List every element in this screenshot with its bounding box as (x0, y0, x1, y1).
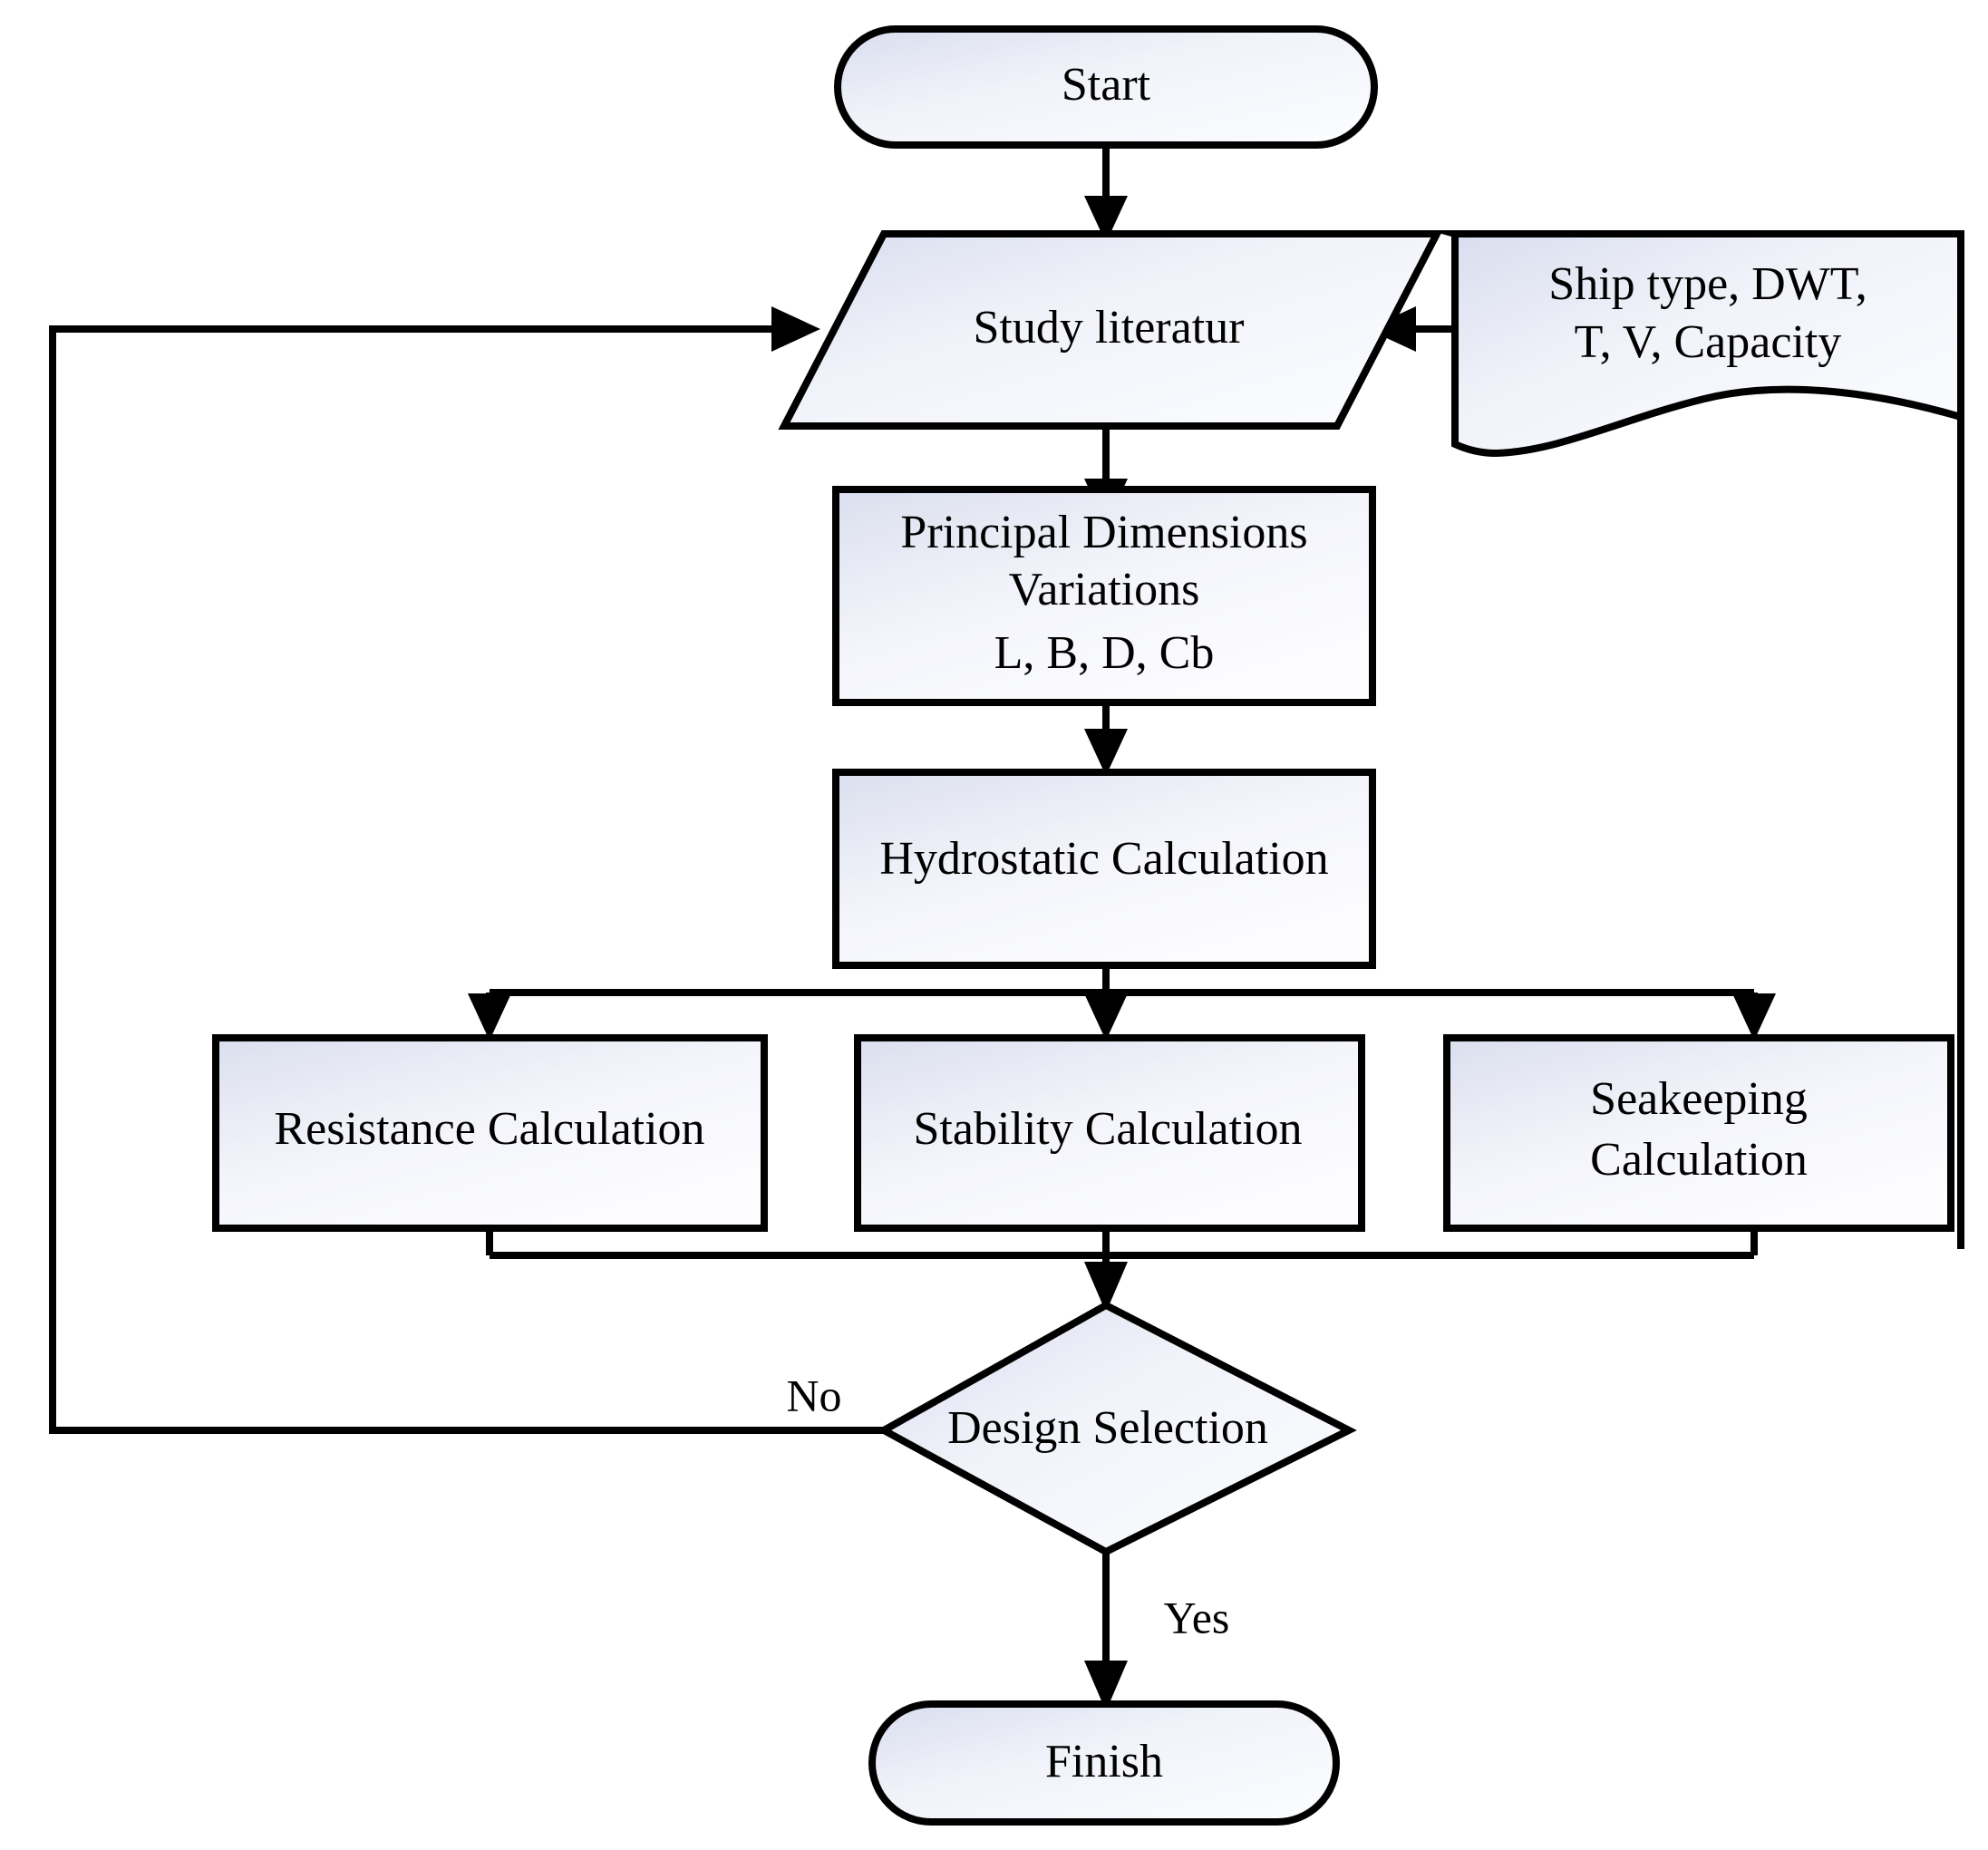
node-principal-dimensions[interactable]: Principal Dimensions Variations L, B, D,… (832, 486, 1376, 706)
node-decision-label: Design Selection (947, 1402, 1268, 1454)
node-dimensions-line2: Variations (1009, 564, 1200, 615)
node-hydrostatic-calculation[interactable]: Hydrostatic Calculation (832, 769, 1376, 969)
edge-decision-to-finish (1084, 1549, 1128, 1711)
node-study-literatur-label: Study literatur (974, 302, 1245, 354)
node-finish-label: Finish (1045, 1736, 1163, 1787)
node-stability-calculation[interactable]: Stability Calculation (854, 1034, 1365, 1232)
edge-hydrostatic-fanout (468, 965, 1776, 1041)
node-dimensions-line3: L, B, D, Cb (994, 627, 1215, 679)
node-resistance-calculation[interactable]: Resistance Calculation (212, 1034, 768, 1232)
node-design-selection[interactable]: Design Selection (876, 1301, 1357, 1556)
node-inputs-line2: T, V, Capacity (1575, 316, 1842, 368)
node-resistance-label: Resistance Calculation (274, 1103, 704, 1155)
node-stability-label: Stability Calculation (914, 1103, 1303, 1155)
edge-decision-to-study-no (49, 306, 884, 1434)
node-inputs-document[interactable]: Ship type, DWT, T, V, Capacity (1429, 230, 1964, 1249)
edge-label-no: No (786, 1370, 841, 1420)
node-inputs-line1: Ship type, DWT, (1548, 258, 1867, 310)
node-dimensions-line1: Principal Dimensions (900, 507, 1307, 558)
edge-dimensions-to-hydrostatic (1084, 702, 1128, 776)
node-finish[interactable]: Finish (868, 1700, 1340, 1826)
node-start[interactable]: Start (834, 25, 1378, 149)
node-hydrostatic-label: Hydrostatic Calculation (879, 833, 1328, 885)
node-seakeeping-calculation[interactable]: Seakeeping Calculation (1443, 1034, 1954, 1232)
edge-start-to-study (1084, 145, 1128, 243)
edge-calculations-to-decision (486, 1228, 1758, 1312)
node-start-label: Start (1062, 59, 1151, 111)
node-study-literatur[interactable]: Study literatur (778, 230, 1443, 430)
node-seakeeping-line1: Seakeeping (1590, 1073, 1808, 1125)
node-seakeeping-line2: Calculation (1590, 1134, 1808, 1186)
edge-label-yes: Yes (1164, 1592, 1230, 1642)
